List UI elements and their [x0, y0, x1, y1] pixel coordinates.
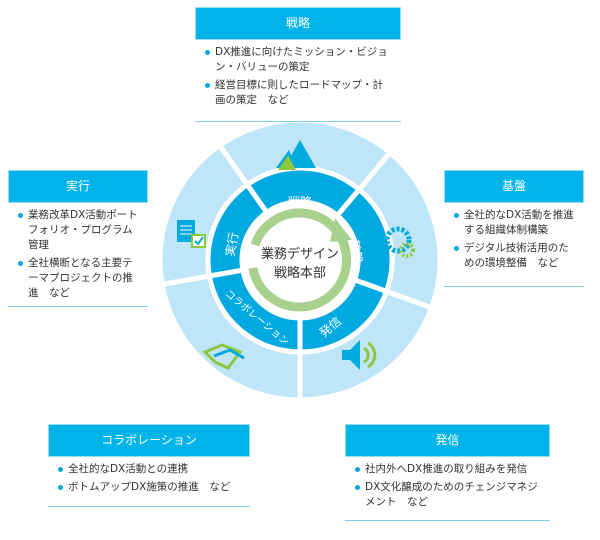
mountain-icon: [276, 140, 316, 170]
list-item: 社内外へDX推進の取り組みを発信: [355, 462, 542, 477]
center-circle: [242, 202, 358, 318]
handshake-icon: [202, 343, 245, 370]
panel-title: 基盤: [444, 170, 584, 203]
list-item: DX文化醸成のためのチェンジマネジメント など: [355, 480, 542, 510]
ring-label-strategy: 戦略: [288, 194, 312, 209]
list-item: DX推進に向けたミッション・ビジョン・バリューの策定: [205, 45, 393, 75]
list-item: ボトムアップDX施策の推進 など: [58, 480, 242, 495]
center-title-line1: 業務デザイン: [261, 246, 339, 262]
panel-execution: 実行 業務改革DX活動ポートフォリオ・プログラム管理全社横断となる主要テーマプロ…: [8, 170, 148, 307]
cycle-arrow-icon: [248, 208, 352, 312]
panel-strategy: 戦略 DX推進に向けたミッション・ビジョン・バリューの策定経営目標に則したロード…: [195, 7, 401, 122]
arrow-head-icon: [330, 218, 352, 242]
panel-title: 発信: [345, 424, 550, 457]
panel-title: コラボレーション: [48, 424, 250, 457]
panel-communication: 発信 社内外へDX推進の取り組みを発信 DX文化醸成のためのチェンジマネジメント …: [345, 424, 550, 521]
list-item: 全社的なDX活動との連携: [58, 462, 242, 477]
list-item: 経営目標に則したロードマップ・計画の策定 など: [205, 78, 393, 108]
gears-icon: [384, 226, 415, 258]
panel-foundation: 基盤 全社的なDX活動を推進する組織体制構築デジタル技術活用のための環境整備 な…: [444, 170, 584, 287]
center-title-line2: 戦略本部: [274, 265, 326, 281]
list-item: デジタル技術活用のための環境整備 など: [454, 241, 576, 271]
list-item: 業務改革DX活動ポートフォリオ・プログラム管理: [18, 208, 140, 253]
ring-label-execution: 実行: [222, 231, 241, 257]
panel-title: 実行: [8, 170, 148, 203]
list-item: 全社横断となる主要テーマプロジェクトの推進 など: [18, 256, 140, 301]
speaker-icon: [342, 340, 377, 370]
panel-collaboration: コラボレーション 全社的なDX活動との連携ボトムアップDX施策の推進 など: [48, 424, 250, 507]
ring-label-foundation: 基盤: [347, 238, 365, 264]
list-item: 全社的なDX活動を推進する組織体制構築: [454, 208, 576, 238]
panel-title: 戦略: [195, 7, 401, 40]
checklist-icon: [177, 220, 206, 248]
